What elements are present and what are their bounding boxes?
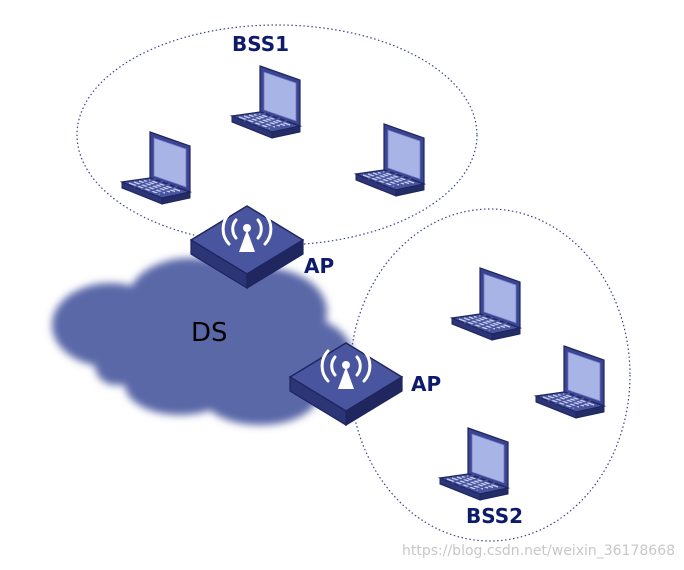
laptop-icon <box>355 123 425 197</box>
bss2-label: BSS2 <box>466 504 524 528</box>
laptop-icon <box>451 267 521 341</box>
cloud-icon <box>52 258 352 425</box>
ap-bottom-label: AP <box>411 372 442 396</box>
laptop-icon <box>439 427 509 501</box>
laptop-icon <box>231 65 301 139</box>
laptop-icon <box>121 131 191 205</box>
watermark: https://blog.csdn.net/weixin_36178668 <box>402 543 676 559</box>
bss1-label: BSS1 <box>232 32 290 56</box>
ap-top-label: AP <box>304 254 335 278</box>
laptop-icon <box>535 345 605 419</box>
ds-label: DS <box>191 318 228 348</box>
